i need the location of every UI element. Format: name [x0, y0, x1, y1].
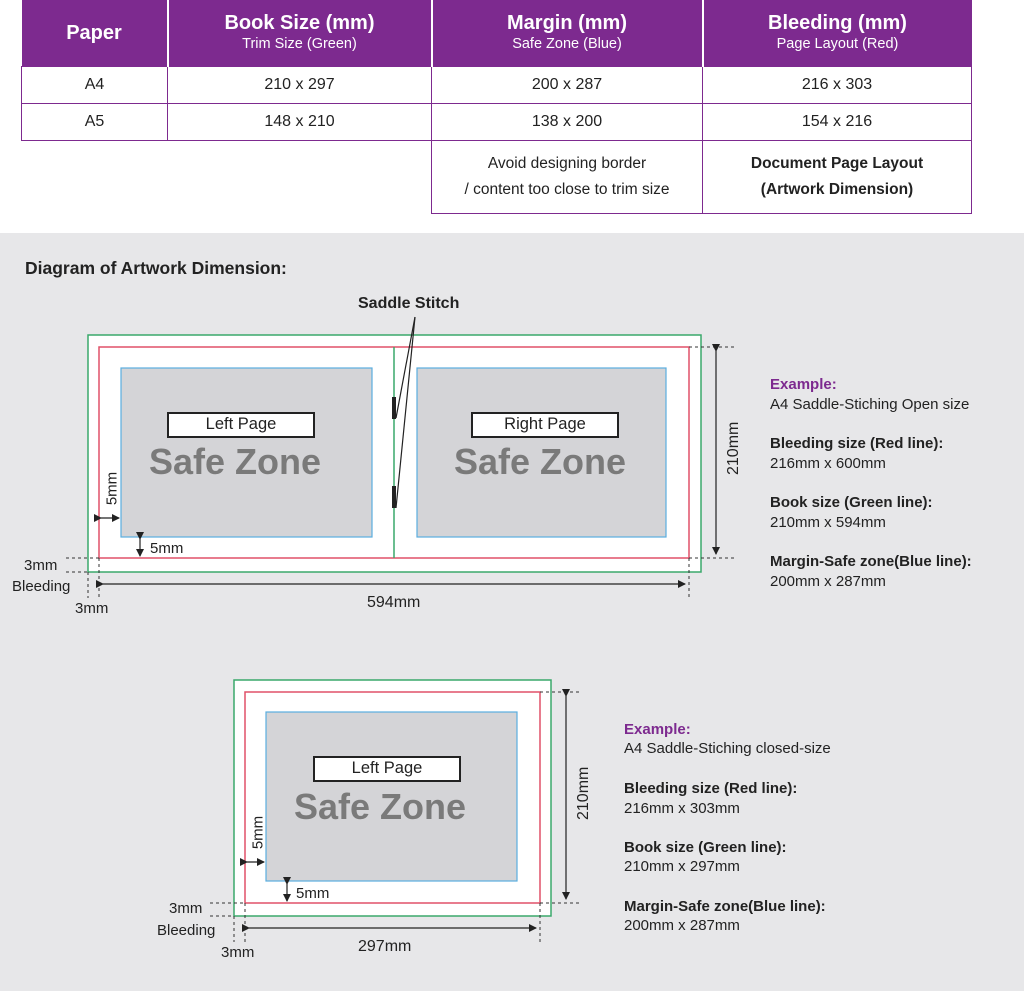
dim-5mm-vertical: 5mm: [103, 471, 121, 506]
margin-title: Margin-Safe zone(Blue line):: [770, 553, 972, 570]
left-page-label: Left Page: [313, 756, 461, 782]
bleeding-label: Bleeding: [12, 578, 71, 595]
closed-safe-zone: [265, 711, 518, 882]
table-cell: 154 x 216: [702, 103, 972, 141]
safe-zone-text: Safe Zone: [454, 441, 627, 482]
bleed-size-value: 216mm x 303mm: [624, 800, 740, 817]
diagram-title: Diagram of Artwork Dimension:: [25, 258, 287, 278]
table-row: A4 210 x 297 200 x 287 216 x 303: [21, 66, 972, 104]
dim-width: 297mm: [358, 938, 412, 955]
bleed-size-title: Bleeding size (Red line):: [770, 435, 944, 452]
closed-bleed-red: [244, 691, 541, 904]
saddle-pointer: [395, 316, 416, 509]
header-book-size: Book Size (mm)Trim Size (Green): [167, 0, 433, 67]
safe-zone-text: Safe Zone: [294, 786, 467, 827]
table-cell: A5: [21, 103, 168, 141]
saddle-pointer: [395, 316, 416, 419]
staple-bottom: [392, 486, 396, 508]
book-size-value: 210mm x 594mm: [770, 514, 886, 531]
bleeding-label: Bleeding: [157, 922, 216, 939]
right-page-label: Right Page: [471, 412, 619, 438]
header-margin: Margin (mm)Safe Zone (Blue): [431, 0, 704, 67]
book-size-value: 210mm x 297mm: [624, 858, 740, 875]
dim-height: 210mm: [575, 766, 592, 820]
bleed-size-value: 216mm x 600mm: [770, 455, 886, 472]
left-page-label: Left Page: [167, 412, 315, 438]
dim-5mm: 5mm: [150, 540, 184, 557]
dim-3mm: 3mm: [169, 900, 203, 917]
table-cell: 200 x 287: [431, 66, 703, 104]
right-safe-zone: [416, 367, 667, 538]
dim-3mm: 3mm: [24, 557, 58, 574]
margin-value: 200mm x 287mm: [624, 917, 740, 934]
dim-height: 210mm: [725, 421, 742, 475]
dim-3mm: 3mm: [221, 944, 255, 961]
margin-note: Avoid designing border/ content too clos…: [431, 140, 703, 214]
table-header-row: Paper Book Size (mm)Trim Size (Green) Ma…: [21, 0, 972, 67]
example-desc: A4 Saddle-Stiching closed-size: [624, 740, 831, 757]
left-safe-zone: [120, 367, 373, 538]
table-cell: 148 x 210: [167, 103, 432, 141]
header-paper: Paper: [21, 0, 169, 67]
example-title: Example:: [770, 376, 837, 393]
header-bleeding: Bleeding (mm)Page Layout (Red): [702, 0, 972, 67]
book-size-title: Book size (Green line):: [770, 494, 933, 511]
saddle-stitch-label: Saddle Stitch: [358, 295, 460, 312]
bleed-note: Document Page Layout(Artwork Dimension): [702, 140, 972, 214]
dim-3mm: 3mm: [75, 600, 109, 617]
book-size-title: Book size (Green line):: [624, 839, 787, 856]
table-cell: 138 x 200: [431, 103, 703, 141]
staple-top: [392, 397, 396, 419]
dim-5mm-vertical: 5mm: [249, 815, 267, 850]
table-cell: A4: [21, 66, 168, 104]
table-blank-cell: [21, 140, 432, 214]
bleed-size-title: Bleeding size (Red line):: [624, 780, 798, 797]
safe-zone-text: Safe Zone: [149, 441, 322, 482]
table-notes-row: Avoid designing border/ content too clos…: [21, 140, 972, 214]
example-desc: A4 Saddle-Stiching Open size: [770, 396, 970, 413]
table-cell: 216 x 303: [702, 66, 972, 104]
dim-width: 594mm: [367, 594, 421, 611]
margin-value: 200mm x 287mm: [770, 573, 886, 590]
dim-5mm: 5mm: [296, 885, 330, 902]
table-cell: 210 x 297: [167, 66, 432, 104]
margin-title: Margin-Safe zone(Blue line):: [624, 898, 826, 915]
example-title: Example:: [624, 721, 691, 738]
size-table: Paper Book Size (mm)Trim Size (Green) Ma…: [21, 0, 972, 214]
table-row: A5 148 x 210 138 x 200 154 x 216: [21, 103, 972, 141]
